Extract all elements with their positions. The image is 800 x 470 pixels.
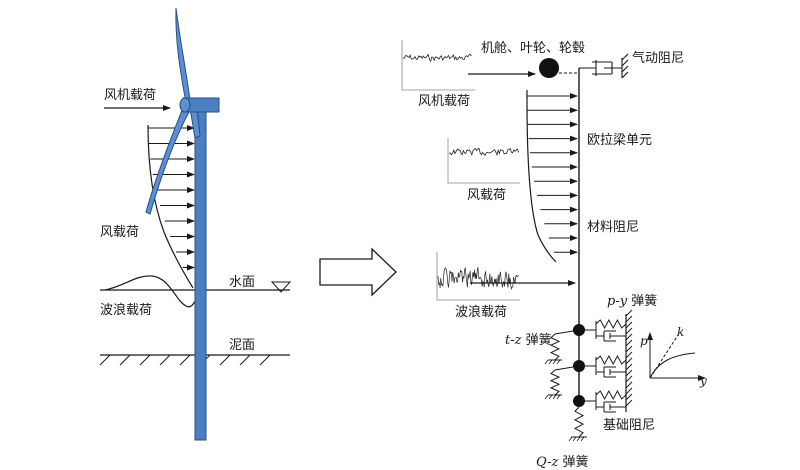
- py-curve-inset: p k y: [640, 325, 707, 388]
- rna-mass-node: [539, 58, 559, 78]
- wind-profile-envelope-right: [526, 90, 557, 263]
- physical-turbine-figure: 风机载荷 风载荷 水面 波浪载荷 泥面: [99, 7, 292, 441]
- tz-ground-hatch: [548, 359, 553, 365]
- soil-wall-hatch: [625, 399, 633, 407]
- tz-ground-hatch: [556, 359, 561, 365]
- foundation-node-1: [573, 324, 585, 336]
- hatch-tick: [259, 354, 271, 366]
- soil-wall-hatch: [625, 363, 633, 371]
- hub: [179, 97, 191, 113]
- soil-wall-hatch: [625, 381, 633, 389]
- wind-load-arrows-right: [527, 93, 578, 256]
- py-spring-icon: [595, 389, 627, 401]
- seabed-hatch: [99, 354, 271, 366]
- soil-wall-hatch: [625, 321, 633, 329]
- label-curve-k: k: [677, 325, 684, 339]
- foundation-damper-icon: [603, 330, 616, 342]
- hatch-tick: [119, 354, 131, 366]
- water-level-triangle-icon: [270, 281, 292, 293]
- foundation-node-2: [573, 360, 585, 372]
- label-aero-damping: 气动阻尼: [632, 50, 684, 66]
- wind-load-timeseries: [447, 138, 520, 184]
- wave-profile: [104, 275, 201, 308]
- soil-wall-hatch: [625, 357, 633, 365]
- soil-wall-hatch: [625, 369, 633, 377]
- blade-upper: [175, 7, 191, 104]
- qz-spring-icon: [573, 406, 585, 438]
- py-spring-icon: [595, 354, 627, 366]
- soil-wall-hatch: [625, 333, 633, 341]
- label-wind-load-right: 风载荷: [467, 188, 506, 203]
- label-qz-spring: Q-z 弹簧: [536, 454, 589, 470]
- label-turbine-load-right: 风机载荷: [418, 94, 470, 109]
- label-wind-load-left: 风载荷: [100, 225, 139, 240]
- label-turbine-load-left: 风机载荷: [104, 88, 156, 103]
- tz-spring-icon: [549, 333, 561, 361]
- tz-ground-hatch: [552, 394, 557, 400]
- tz-ground-hatch: [552, 359, 557, 365]
- label-wave-load-left: 波浪载荷: [100, 303, 152, 318]
- hatch-tick: [159, 354, 171, 366]
- tz-ground-hatch: [544, 394, 549, 400]
- soil-wall-hatch: [625, 375, 633, 383]
- soil-wall-hatch: [625, 387, 633, 395]
- foundation-damper-icon: [603, 401, 616, 413]
- hatch-tick: [99, 354, 111, 366]
- label-material-damping: 材料阻尼: [587, 220, 639, 235]
- tz-ground-hatch: [548, 394, 553, 400]
- label-curve-p: p: [640, 334, 648, 348]
- hatch-tick: [179, 354, 191, 366]
- soil-wall-hatch: [625, 315, 633, 323]
- soil-wall-hatch: [625, 309, 633, 317]
- tz-spring-icon: [549, 369, 561, 396]
- soil-wall-hatch: [625, 327, 633, 335]
- label-tz-spring: t-z 弹簧: [505, 332, 552, 348]
- label-foundation-damping: 基础阻尼: [603, 418, 655, 433]
- hatch-tick: [219, 354, 231, 366]
- soil-wall-hatch: [625, 393, 633, 401]
- label-water-surface: 水面: [229, 275, 255, 290]
- blade-lower: [145, 107, 190, 215]
- turbine-load-timeseries: [401, 40, 475, 91]
- label-mudline: 泥面: [229, 338, 255, 353]
- soil-spring-system: [544, 309, 633, 442]
- tower: [194, 107, 207, 441]
- hatch-tick: [239, 354, 251, 366]
- label-curve-y: y: [699, 374, 707, 388]
- soil-wall-hatch: [625, 345, 633, 353]
- hatch-tick: [139, 354, 151, 366]
- initial-stiffness-line: [649, 331, 681, 379]
- label-wave-load-right: 波浪载荷: [455, 305, 507, 320]
- wind-profile-envelope: [147, 124, 194, 289]
- label-nacelle-rotor-hub: 机舱、叶轮、轮毂: [481, 41, 585, 56]
- py-curve: [649, 352, 696, 379]
- numerical-model-figure: 气动阻尼 机舱、叶轮、轮毂 风机载荷 风载荷 欧拉梁单元 材料阻尼 波浪载荷: [401, 40, 707, 470]
- foundation-damper-icon: [603, 366, 616, 378]
- tz-ground-hatch: [556, 394, 561, 400]
- py-spring-icon: [595, 318, 627, 330]
- aero-damper-icon: [579, 53, 629, 79]
- qz-ground-hatch: [580, 436, 585, 442]
- transform-arrow-icon: [319, 247, 397, 297]
- label-euler-beam: 欧拉梁单元: [587, 133, 652, 148]
- soil-wall-hatch: [625, 351, 633, 359]
- tz-ground-hatch: [544, 359, 549, 365]
- soil-wall-hatch: [625, 339, 633, 347]
- qz-ground-hatch: [572, 436, 577, 442]
- qz-ground-hatch: [568, 436, 573, 442]
- foundation-node-3: [573, 395, 585, 407]
- label-py-spring: p-y 弹簧: [607, 293, 657, 309]
- qz-ground-hatch: [576, 436, 581, 442]
- wave-load-timeseries: [436, 252, 520, 301]
